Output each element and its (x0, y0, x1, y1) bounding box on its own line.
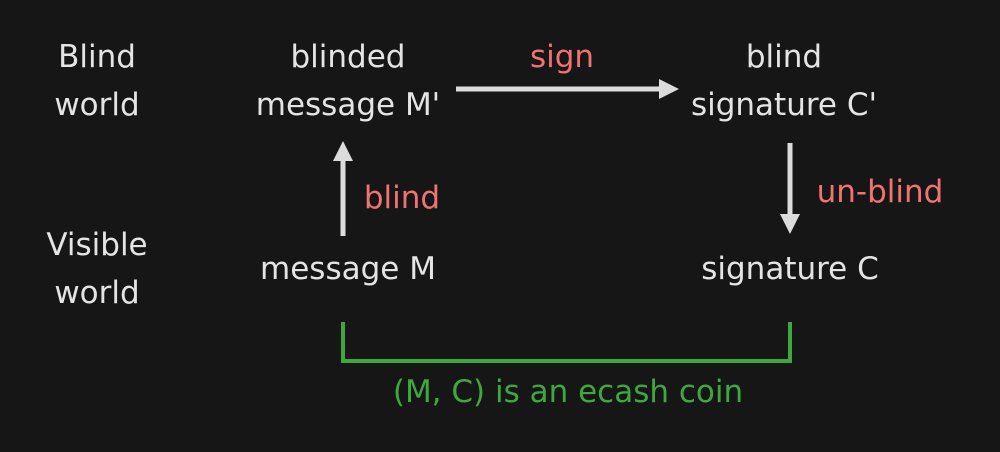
blind-world-line-1: Blind (58, 39, 136, 75)
blinded-message-line-2: message M' (255, 87, 441, 123)
signature-node: signature C (701, 251, 879, 287)
blind-signature-line-1: blind (745, 39, 823, 75)
blind-signature-node: blind signature C' (673, 33, 895, 129)
ecash-coin-caption: (M, C) is an ecash coin (392, 374, 744, 410)
message-node: message M (260, 251, 436, 287)
sign-edge-label: sign (529, 39, 595, 75)
blind-world-label: Blind world (37, 33, 157, 129)
blind-signature-line-2: signature C' (690, 87, 878, 123)
visible-world-line-2: world (54, 275, 140, 311)
visible-world-label: Visible world (32, 221, 162, 317)
unblind-edge-label: un-blind (816, 174, 944, 210)
blinded-message-node: blinded message M' (243, 33, 453, 129)
blind-edge-label: blind (363, 180, 441, 216)
visible-world-line-1: Visible (46, 227, 148, 263)
coin-bracket (341, 322, 792, 363)
blinded-message-line-1: blinded (290, 39, 406, 75)
blind-world-line-2: world (54, 87, 140, 123)
